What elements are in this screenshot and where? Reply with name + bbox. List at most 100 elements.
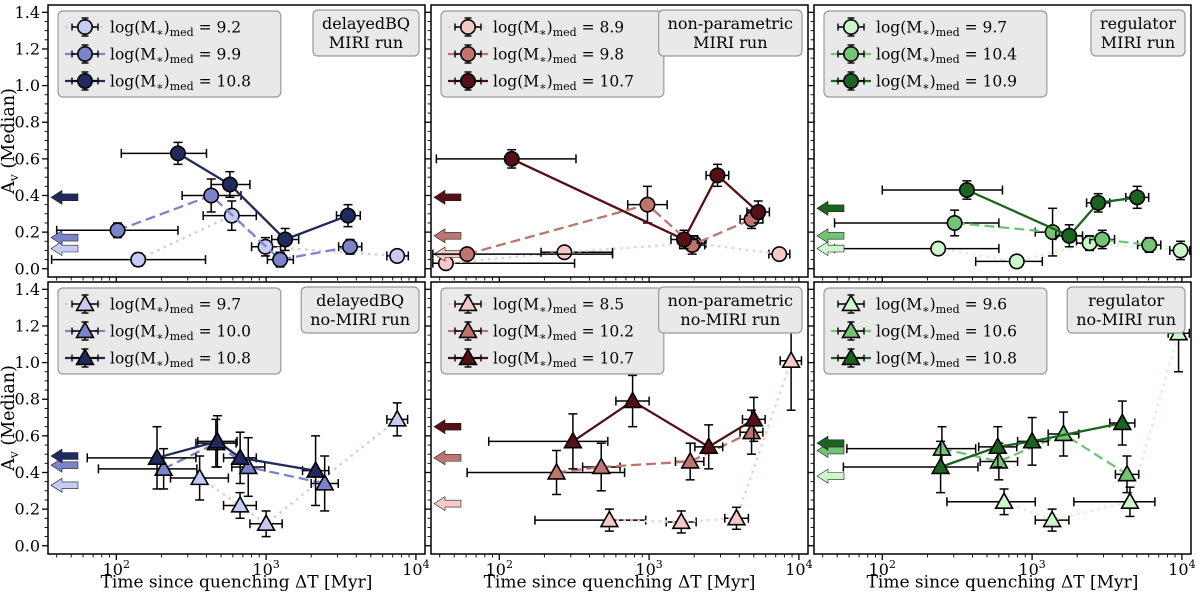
y-tick-label-0.8: 0.8 — [15, 113, 40, 132]
y-tick-label-0.4: 0.4 — [15, 186, 40, 205]
data-point — [230, 447, 250, 466]
panel-title-box — [300, 286, 420, 334]
panel-title-line1: regulator — [1088, 291, 1164, 310]
upper-limit-arrow — [433, 496, 462, 512]
legend-entry-logM-9.7: log(M∗)med = 9.7 — [831, 17, 1007, 40]
legend-entry-label: log(M∗)med = 8.9 — [493, 19, 624, 40]
panel-title-line2: MIRI run — [693, 33, 767, 52]
series-logM-9.7 — [50, 402, 409, 538]
data-point — [459, 246, 476, 263]
legend-marker-sample — [459, 18, 476, 35]
x-tick-label-10e4: 104 — [402, 558, 429, 579]
error-bar — [833, 209, 1000, 237]
y-tick-label-1.4: 1.4 — [15, 280, 40, 299]
data-point — [314, 473, 335, 491]
legend-marker-sample — [459, 45, 476, 62]
panel-title-line1: delayedBQ — [322, 14, 410, 33]
series-line — [940, 421, 1123, 469]
x-tick-label-10e2: 102 — [103, 558, 130, 579]
legend-marker-sample — [77, 18, 94, 35]
legend-marker-sample — [841, 320, 861, 339]
data-point — [698, 436, 719, 455]
legend-marker-sample — [841, 347, 861, 366]
legend-entry-label: log(M∗)med = 9.7 — [876, 19, 1007, 40]
legend-marker-sample — [75, 347, 95, 366]
legend-entry-label: log(M∗)med = 9.2 — [110, 19, 241, 40]
data-point — [230, 495, 250, 513]
legend-marker-sample — [842, 45, 859, 62]
data-point — [272, 251, 289, 268]
y-tick-label-0.0: 0.0 — [15, 259, 40, 278]
data-point — [930, 240, 947, 257]
panel-title-line1: delayedBQ — [316, 291, 404, 310]
series-line — [609, 360, 793, 524]
upper-limit-arrow — [816, 468, 845, 484]
legend-entry-logM-9.9: log(M∗)med = 9.9 — [65, 44, 241, 66]
legend-box — [57, 10, 282, 98]
axis-ticks — [42, 288, 417, 560]
data-point — [1141, 236, 1158, 253]
data-point — [1008, 253, 1025, 270]
data-point — [389, 247, 406, 264]
x-axis-label: Time since quenching ΔT [Myr] — [867, 573, 1139, 593]
series-line — [572, 399, 755, 449]
data-point — [958, 181, 975, 198]
y-tick-label-1.0: 1.0 — [15, 76, 40, 95]
data-point — [189, 467, 210, 486]
x-axis-label: Time since quenching ΔT [Myr] — [484, 573, 756, 593]
data-point — [1090, 194, 1107, 211]
upper-limit-arrow — [433, 228, 462, 244]
series-line — [117, 194, 351, 261]
x-axis-label: Time since quenching ΔT [Myr] — [101, 573, 373, 593]
data-point — [994, 491, 1014, 509]
y-tick-label-1.4: 1.4 — [15, 3, 40, 22]
data-point — [147, 447, 167, 466]
data-point — [726, 508, 747, 526]
panel-title-line2: MIRI run — [329, 33, 403, 52]
panel-title-line2: no-MIRI run — [310, 310, 410, 329]
legend-marker-sample — [842, 18, 859, 35]
data-point — [988, 436, 1008, 455]
y-axis-label-row1: Av (Median) — [0, 365, 21, 472]
upper-limit-arrow — [50, 448, 79, 464]
data-point — [207, 431, 228, 449]
data-point — [339, 207, 356, 224]
legend-entry-label: log(M∗)med = 10.8 — [110, 350, 251, 371]
upper-limit-arrow — [816, 435, 845, 451]
legend-entry-logM-10.8: log(M∗)med = 10.8 — [831, 347, 1017, 370]
data-point — [1022, 431, 1042, 449]
data-point — [676, 231, 693, 248]
data-point — [238, 456, 259, 475]
legend-entry-logM-10.6: log(M∗)med = 10.6 — [831, 320, 1017, 344]
y-tick-label-1.2: 1.2 — [15, 316, 40, 335]
data-point — [1061, 227, 1078, 244]
upper-limit-arrow — [816, 200, 845, 216]
panel-title-box — [312, 9, 420, 57]
data-point — [744, 409, 764, 427]
error-bar — [86, 425, 197, 490]
legend-entry-label: log(M∗)med = 9.7 — [110, 296, 241, 317]
data-point — [639, 196, 656, 213]
series-logM-10.8 — [816, 400, 1136, 494]
series-line — [1003, 332, 1180, 522]
legend-marker-sample — [75, 320, 95, 339]
data-point — [1172, 242, 1189, 259]
series-logM-8.9 — [432, 235, 791, 272]
data-point — [932, 438, 952, 456]
y-tick-label-0.6: 0.6 — [15, 426, 40, 445]
legend-entry-label: log(M∗)med = 10.6 — [876, 323, 1017, 344]
legend-entry-label: log(M∗)med = 10.7 — [493, 73, 634, 94]
data-point — [503, 150, 520, 167]
y-axis-label-row0: Av (Median) — [0, 88, 21, 195]
legend-entry-logM-10.2: log(M∗)med = 10.2 — [448, 320, 634, 343]
data-point — [221, 176, 238, 193]
series-line — [466, 203, 753, 256]
